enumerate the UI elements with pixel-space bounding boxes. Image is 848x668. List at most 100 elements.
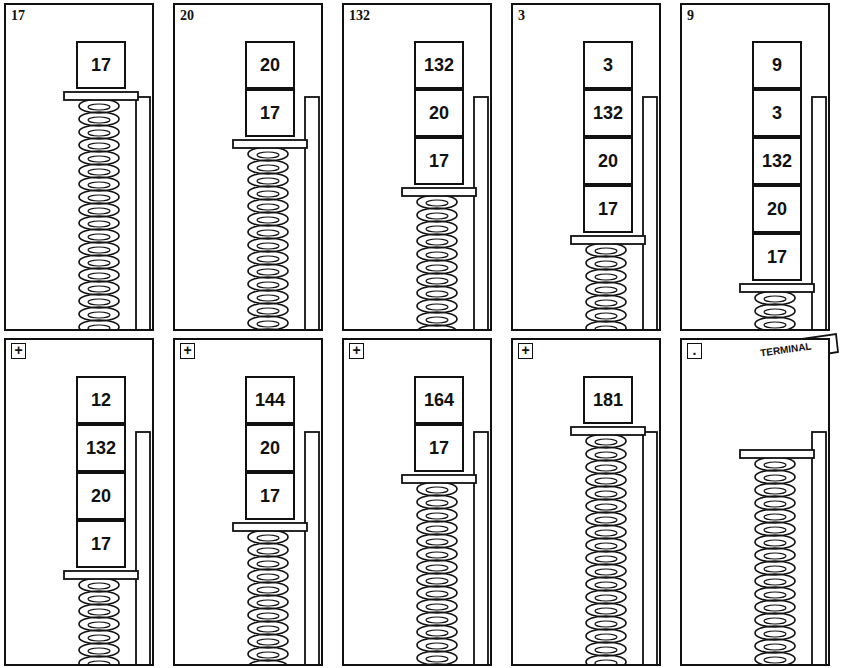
stack-panel: +121322017 [4, 338, 154, 666]
stack-panel: . [680, 338, 830, 666]
spring-platform [402, 475, 476, 483]
spring-coil [417, 547, 457, 561]
spring-coil [248, 595, 288, 609]
spring-coil [764, 644, 786, 650]
spring-coil [426, 526, 448, 532]
stack-cell: 20 [583, 137, 633, 185]
spring-coil [586, 616, 626, 630]
spring-coil [595, 582, 617, 588]
spring-coil [586, 499, 626, 513]
stack-cell: 17 [245, 472, 295, 520]
spring-coil [88, 583, 110, 589]
spring-coil [426, 617, 448, 623]
spring-coil [595, 248, 617, 254]
spring-coil [595, 608, 617, 614]
stack-value: 20 [767, 199, 787, 220]
spring-coil [417, 612, 457, 626]
spring-coil [595, 287, 617, 293]
spring-coil [248, 316, 288, 329]
spring-coil [248, 303, 288, 317]
input-token: . [687, 343, 702, 359]
stack-value: 20 [598, 151, 618, 172]
spring-coil [79, 578, 119, 592]
spring-platform [64, 92, 138, 100]
spring-coil [257, 191, 279, 197]
spring-coil [426, 278, 448, 284]
spring-coil [586, 269, 626, 283]
stack-cell: 144 [245, 376, 295, 424]
spring-coil [426, 291, 448, 297]
spring-coil [586, 642, 626, 656]
spring-coil [764, 296, 786, 302]
spring-coil [248, 225, 288, 239]
stack-value: 17 [91, 55, 111, 76]
spring-coil [88, 169, 110, 175]
input-token: 17 [11, 8, 25, 24]
stack-cell: 20 [414, 89, 464, 137]
spring-coil [248, 634, 288, 648]
spring-coil [595, 517, 617, 523]
spring-coil [595, 261, 617, 267]
spring-coil [426, 630, 448, 636]
spring-coil [88, 208, 110, 214]
spring-coil [88, 596, 110, 602]
spring-coil [257, 652, 279, 658]
spring-coil [248, 621, 288, 635]
spring-coil [79, 177, 119, 191]
spring-coil [595, 439, 617, 445]
spring-coil [586, 460, 626, 474]
spring-coil [79, 229, 119, 243]
spring-coil [257, 535, 279, 541]
spring-coil [586, 551, 626, 565]
spring-coil [417, 534, 457, 548]
spring-coil [755, 548, 795, 562]
spring-coil [257, 295, 279, 301]
spring-platform [64, 571, 138, 579]
spring-coil [79, 99, 119, 113]
spring-coil [755, 317, 795, 329]
spring-platform [740, 284, 814, 292]
spring-coil [417, 273, 457, 287]
spring-coil [79, 112, 119, 126]
stack-cell: 17 [76, 41, 126, 89]
spring-coil [417, 651, 457, 664]
stack-value: 17 [429, 438, 449, 459]
spring-coil [595, 569, 617, 575]
spring-coil [248, 160, 288, 174]
spring-coil [586, 538, 626, 552]
spring-coil [417, 586, 457, 600]
spring-coil [586, 629, 626, 643]
spring-coil [595, 530, 617, 536]
spring-coil [764, 527, 786, 533]
spring-coil [426, 265, 448, 271]
spring-coil [79, 190, 119, 204]
spring-coil [595, 634, 617, 640]
spring-coil [257, 282, 279, 288]
spring-coil [755, 304, 795, 318]
spring-coil [595, 491, 617, 497]
spring-coil [79, 617, 119, 631]
spring-coil [79, 268, 119, 282]
spring-coil [426, 539, 448, 545]
spring-coil [257, 548, 279, 554]
tube-wall [474, 432, 488, 664]
spring-coil [595, 326, 617, 329]
spring-coil [764, 501, 786, 507]
spring-coil [88, 117, 110, 123]
spring-coil [764, 631, 786, 637]
input-token: + [349, 343, 364, 359]
spring-coil [426, 500, 448, 506]
spring-coil [755, 600, 795, 614]
spring-coil [755, 652, 795, 664]
input-token: 3 [518, 8, 525, 24]
spring-platform [233, 140, 307, 148]
spring-coil [764, 553, 786, 559]
spring-coil [586, 486, 626, 500]
spring-coil [79, 591, 119, 605]
spring-coil [417, 312, 457, 326]
spring-coil [88, 661, 110, 664]
spring-coil [426, 604, 448, 610]
spring-coil [586, 512, 626, 526]
spring-coil [248, 147, 288, 161]
spring-platform [571, 236, 645, 244]
